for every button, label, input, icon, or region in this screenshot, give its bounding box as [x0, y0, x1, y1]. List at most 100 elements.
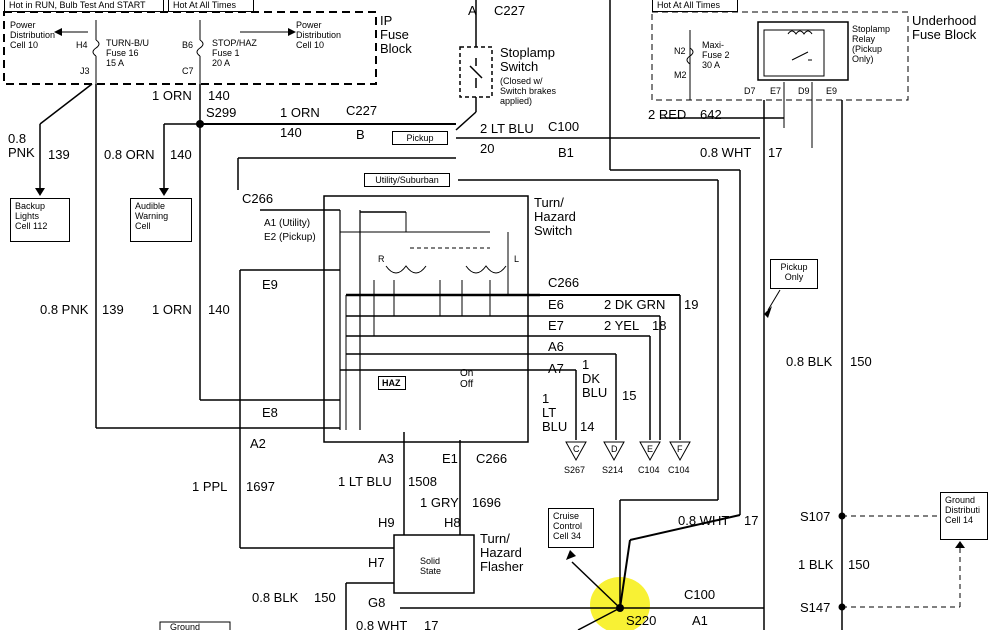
haz-label: HAZ: [378, 376, 406, 390]
splice-s107: S107: [800, 509, 831, 524]
wire-num-18: 18: [652, 318, 667, 333]
terminal-d-triangle: [603, 441, 625, 462]
wire-num-140: 140: [208, 88, 230, 103]
wire: [455, 111, 477, 131]
connector-c100-top: C100: [548, 119, 580, 134]
wire-num-140-b: 140: [280, 125, 302, 140]
connector-c227: C227: [346, 103, 378, 118]
terminal-c-letter: C: [573, 444, 580, 454]
pin-e7: E7: [548, 318, 564, 333]
arrow: [764, 306, 772, 318]
wire-label-08-pnk: 0.8 PNK: [40, 302, 89, 317]
wire-label-yel: 2 YEL: [604, 318, 640, 333]
switch-l-label: L: [514, 254, 520, 264]
wire: [577, 607, 621, 630]
wire-label-lt-blu-14: 1 LT BLU: [542, 391, 568, 434]
connector-c100-bottom: C100: [684, 587, 716, 602]
relay-coil-icon: [787, 30, 813, 35]
wire-label-08-blk-right: 0.8 BLK: [786, 354, 833, 369]
arrow: [566, 550, 576, 560]
wire-label-08-orn: 0.8 ORN: [104, 147, 155, 162]
wire-num-150-right: 150: [850, 354, 872, 369]
pin-e9: E9: [262, 277, 278, 292]
pin-e7: E7: [770, 86, 782, 96]
turn-hazard-switch-box: [323, 195, 529, 443]
wire-label-1-blk: 1 BLK: [798, 557, 834, 572]
arrow: [159, 188, 169, 196]
connector-c266-top: C266: [242, 191, 274, 206]
terminal-f-letter: F: [677, 444, 683, 454]
connector-b: B: [356, 127, 365, 142]
wire-label-1-lt-blu: 1 LT BLU: [338, 474, 392, 489]
terminal-d-label: S214: [602, 465, 624, 475]
wire-num-15: 15: [622, 388, 637, 403]
wire: [629, 514, 741, 541]
switch-r-label: R: [378, 254, 385, 264]
pin-e8: E8: [262, 405, 278, 420]
pin-b6: B6: [182, 40, 194, 50]
pickup-tag: Pickup: [392, 131, 448, 145]
pin-j3: J3: [80, 66, 90, 76]
stoplamp-relay-label: Stoplamp Relay (Pickup Only): [852, 24, 891, 64]
stop-haz-fuse-label: STOP/HAZ Fuse 1 20 A: [212, 38, 257, 68]
wire-label-2-lt-blu: 2 LT BLU: [480, 121, 534, 136]
wire-num-140-c: 140: [170, 147, 192, 162]
pin-a1-utility: A1 (Utility): [264, 218, 311, 229]
wire-num-1697: 1697: [246, 479, 275, 494]
ground-box-bottom: [159, 621, 231, 630]
switch-off-label: Off: [460, 379, 474, 390]
pin-d7: D7: [744, 86, 756, 96]
connector-b1: B1: [558, 145, 574, 160]
wire-num-17-bottom: 17: [424, 618, 439, 633]
stop-fuse-icon: [196, 39, 204, 57]
pin-a7: A7: [548, 361, 564, 376]
power-distribution-left: Power Distribution Cell 10: [10, 20, 56, 50]
wire-label-dk-grn: 2 DK GRN: [604, 297, 666, 312]
pickup-only-tag: Pickup Only: [770, 259, 818, 289]
connector-c227-top: C227: [494, 3, 526, 18]
pin-g8: G8: [368, 595, 386, 610]
wire-num-140-d: 140: [208, 302, 230, 317]
wire-label-1-orn-c: 1 ORN: [152, 302, 192, 317]
wire-label-1-orn-b: 1 ORN: [280, 105, 320, 120]
arrow: [288, 28, 296, 36]
pin-d9: D9: [798, 86, 810, 96]
stoplamp-switch-note: (Closed w/ Switch brakes applied): [500, 76, 557, 106]
wire-num-642: 642: [700, 107, 722, 122]
wire-num-1696: 1696: [472, 495, 501, 510]
flasher-box: [393, 534, 475, 594]
ip-fuse-block-outline: [3, 11, 377, 85]
power-distribution-right: Power Distribution Cell 10: [296, 20, 342, 50]
wire-num-150-bottom: 150: [314, 590, 336, 605]
terminal-d-letter: D: [611, 444, 618, 454]
connector-a-top: A: [468, 3, 477, 18]
wire: [619, 539, 631, 609]
switch-arc: [385, 265, 427, 274]
underhood-fuse-block-title: Underhood Fuse Block: [912, 13, 977, 42]
wire-num-139: 139: [48, 147, 70, 162]
terminal-f-triangle: [669, 441, 691, 462]
solid-state-label: Solid State: [420, 556, 442, 576]
wire-label-08-wht-mid: 0.8 WHT: [678, 513, 730, 528]
connector-c266-right: C266: [548, 275, 580, 290]
switch-on-label: On: [460, 368, 474, 379]
maxi-fuse-icon: [686, 47, 694, 65]
wire-label-08-blk-bottom: 0.8 BLK: [252, 590, 299, 605]
pin-c7: C7: [182, 66, 194, 76]
wire-label-08-wht-top: 0.8 WHT: [700, 145, 752, 160]
wire-label-1-orn: 1 ORN: [152, 88, 192, 103]
underhood-fuse-block-outline: [651, 11, 909, 101]
ip-fuse-block-title: IP Fuse Block: [380, 13, 412, 56]
splice-s220: S220: [626, 613, 657, 628]
wire-num-150-low: 150: [848, 557, 870, 572]
wire-label-08-wht-bottom: 0.8 WHT: [356, 618, 408, 633]
terminal-c-triangle: [565, 441, 587, 462]
relay-contact-icon: [791, 51, 812, 61]
turn-bu-fuse-label: TURN-B/U Fuse 16 15 A: [106, 38, 149, 68]
pin-h8: H8: [444, 515, 461, 530]
wire-num-14: 14: [580, 419, 595, 434]
cruise-control-box: Cruise Control Cell 34: [548, 508, 594, 548]
pin-h9: H9: [378, 515, 395, 530]
terminal-e-triangle: [639, 441, 661, 462]
wire: [39, 83, 93, 125]
